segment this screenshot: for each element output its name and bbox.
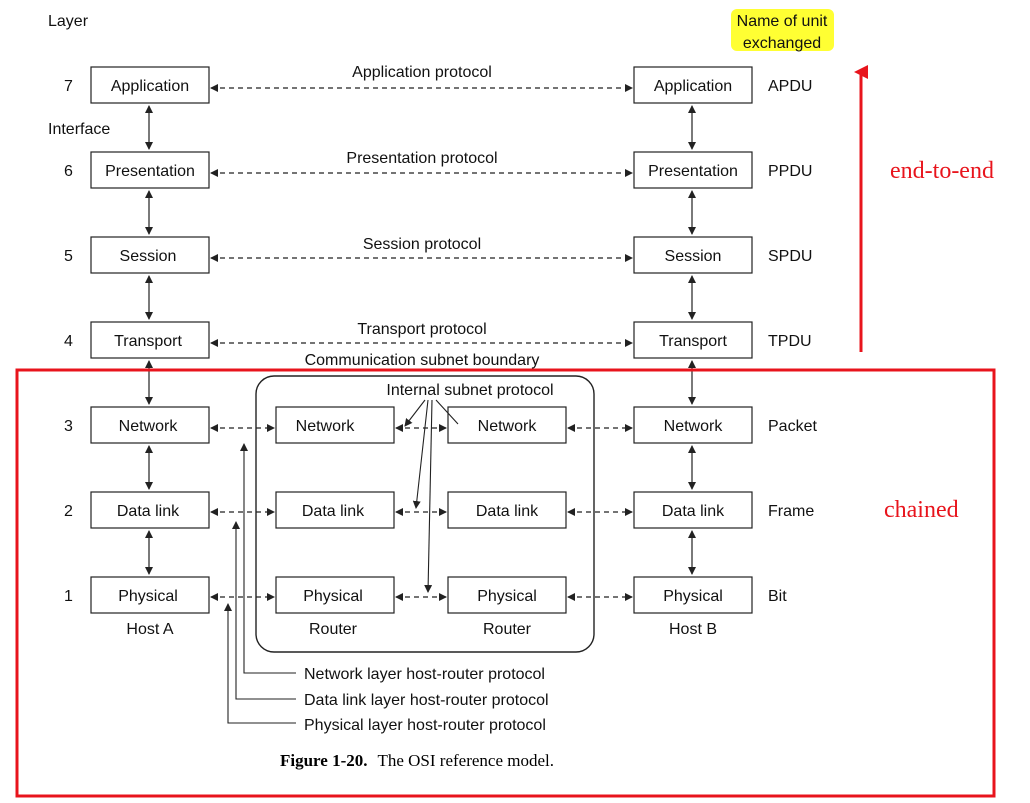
- host-b-application: Application: [654, 78, 732, 95]
- layer-number-1: 1: [64, 588, 73, 605]
- router-1-physical: Physical: [303, 588, 363, 605]
- layer-number-2: 2: [64, 503, 73, 520]
- end-to-end-label: end-to-end: [890, 158, 994, 184]
- host-a-session: Session: [120, 248, 177, 265]
- layer-number-3: 3: [64, 418, 73, 435]
- application-protocol-label: Application protocol: [352, 64, 492, 81]
- host-b-transport: Transport: [659, 333, 727, 350]
- host-b-network: Network: [664, 418, 724, 435]
- router-2-network: Network: [478, 418, 538, 435]
- unit-apdu: APDU: [768, 78, 812, 95]
- figure-caption: Figure 1-20. The OSI reference model.: [280, 751, 554, 770]
- layer-number-4: 4: [64, 333, 73, 350]
- unit-heading-highlight: [731, 9, 834, 51]
- router-2-physical: Physical: [477, 588, 537, 605]
- layer-number-5: 5: [64, 248, 73, 265]
- unit-ppdu: PPDU: [768, 163, 812, 180]
- datalink-host-router-leader: [232, 521, 296, 700]
- router-2-stack: Network Data link Physical: [447, 406, 567, 614]
- host-b-data-link: Data link: [662, 503, 725, 520]
- physical-host-router-protocol-label: Physical layer host-router protocol: [304, 717, 546, 734]
- host-a-network: Network: [119, 418, 179, 435]
- physical-host-router-leader: [224, 603, 296, 724]
- host-a-transport: Transport: [114, 333, 182, 350]
- host-b-presentation: Presentation: [648, 163, 738, 180]
- interface-label: Interface: [48, 121, 110, 138]
- network-host-router-protocol-label: Network layer host-router protocol: [304, 666, 545, 683]
- layer-number-6: 6: [64, 163, 73, 180]
- router-2-label: Router: [483, 621, 532, 638]
- host-b-label: Host B: [669, 621, 717, 638]
- host-b-stack: Application Presentation Session Transpo…: [633, 66, 753, 614]
- network-host-router-leader: [240, 443, 296, 674]
- figure-number: Figure 1-20.: [280, 751, 368, 770]
- layer-heading: Layer: [48, 13, 89, 30]
- internal-protocol-pointer-network: [404, 399, 426, 427]
- unit-heading-line2: exchanged: [743, 35, 821, 52]
- host-b-session: Session: [665, 248, 722, 265]
- host-a-stack: Application Presentation Session Transpo…: [90, 66, 210, 614]
- internal-protocol-pointer-branch: [435, 399, 459, 425]
- unit-heading-line1: Name of unit: [737, 13, 828, 30]
- transport-protocol-label: Transport protocol: [357, 321, 486, 338]
- router-1-data-link: Data link: [302, 503, 365, 520]
- router-2-data-link: Data link: [476, 503, 539, 520]
- host-b-physical: Physical: [663, 588, 723, 605]
- figure-title: The OSI reference model.: [377, 751, 554, 770]
- chained-region-box: [15, 368, 996, 798]
- unit-bit: Bit: [768, 588, 787, 605]
- chained-label: chained: [884, 497, 959, 523]
- router-1-network: Network: [296, 418, 356, 435]
- router-1-label: Router: [309, 621, 358, 638]
- host-a-data-link: Data link: [117, 503, 180, 520]
- presentation-protocol-label: Presentation protocol: [346, 150, 497, 167]
- unit-spdu: SPDU: [768, 248, 812, 265]
- host-a-label: Host A: [126, 621, 173, 638]
- datalink-host-router-protocol-label: Data link layer host-router protocol: [304, 692, 549, 709]
- unit-tpdu: TPDU: [768, 333, 812, 350]
- subnet-boundary-label: Communication subnet boundary: [305, 352, 540, 369]
- internal-subnet-protocol-label: Internal subnet protocol: [386, 382, 553, 399]
- internal-protocol-pointer-datalink: [412, 399, 429, 509]
- router-1-stack: Network Data link Physical: [275, 406, 395, 614]
- host-a-application: Application: [111, 78, 189, 95]
- host-a-physical: Physical: [118, 588, 178, 605]
- session-protocol-label: Session protocol: [363, 236, 481, 253]
- layer-number-7: 7: [64, 78, 73, 95]
- unit-frame: Frame: [768, 503, 814, 520]
- unit-packet: Packet: [768, 418, 817, 435]
- host-a-presentation: Presentation: [105, 163, 195, 180]
- internal-protocol-pointer-physical: [424, 399, 433, 593]
